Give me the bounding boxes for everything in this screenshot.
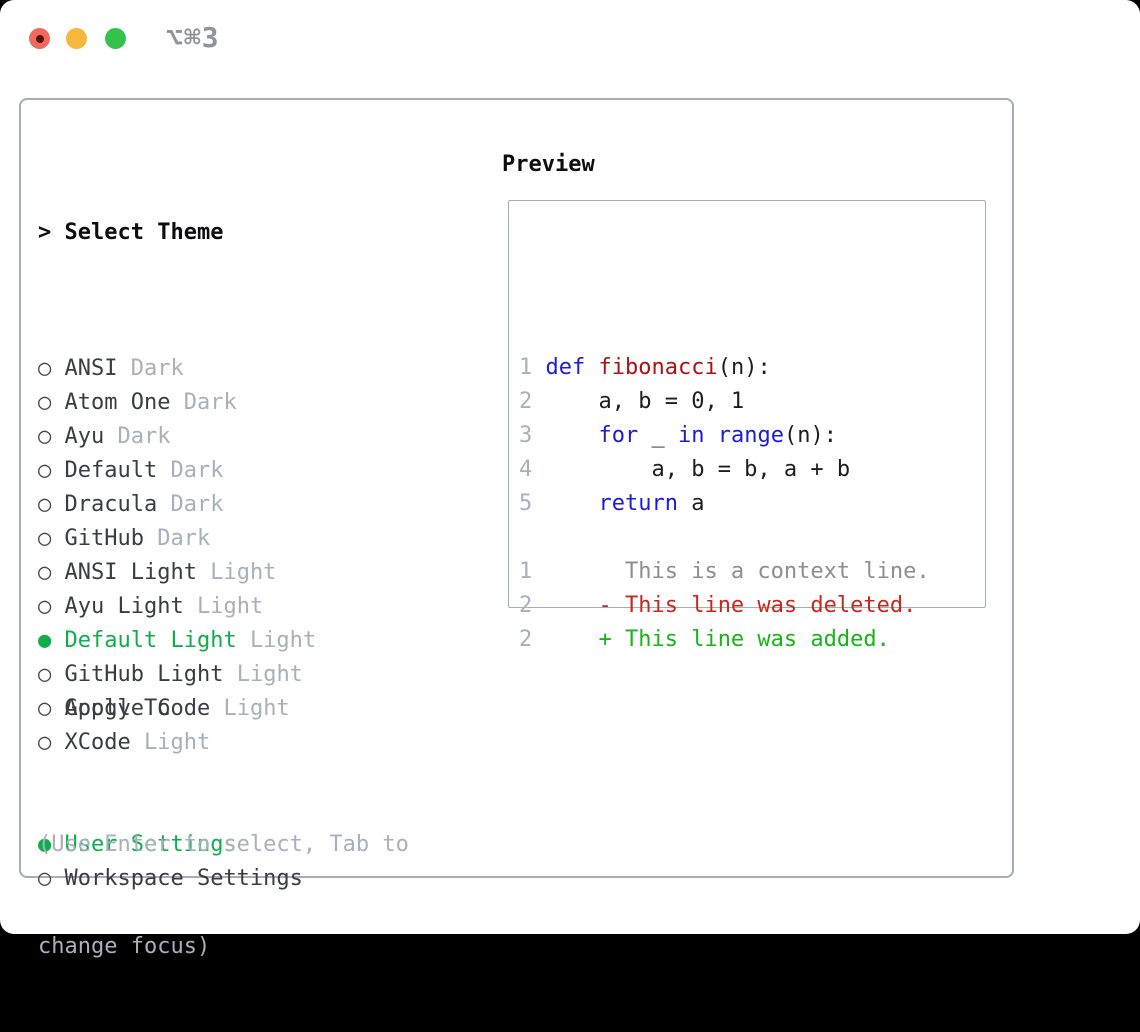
theme-variant-tag: Light: [236, 662, 303, 687]
apply-option-label: Workspace Settings: [64, 866, 303, 891]
theme-variant-tag: Light: [249, 628, 317, 653]
theme-option-ayu-light[interactable]: ○ Ayu Light Light: [38, 590, 316, 624]
code-line: 2 - This line was deleted.: [519, 593, 917, 618]
theme-option-atom-one[interactable]: ○ Atom One Dark: [38, 386, 316, 420]
code-line: 2 + This line was added.: [519, 627, 890, 652]
theme-name: ANSI: [64, 356, 118, 381]
theme-name: Default Light: [64, 628, 237, 653]
title-bar: ⌥⌘3: [0, 0, 1140, 76]
apply-option-user-settings[interactable]: ● User Settings: [38, 828, 303, 862]
code-line: 2 a, b = 0, 1: [519, 389, 745, 414]
code-line: 1 This is a context line.: [519, 559, 930, 584]
zoom-button[interactable]: [105, 28, 126, 49]
radio-selected-icon: ●: [38, 628, 52, 653]
apply-option-workspace-settings[interactable]: ○ Workspace Settings: [38, 862, 303, 896]
theme-variant-tag: Dark: [130, 356, 184, 381]
theme-name: GitHub Light: [64, 662, 224, 687]
theme-name: Dracula: [64, 492, 158, 517]
theme-option-dracula[interactable]: ○ Dracula Dark: [38, 488, 316, 522]
theme-name: Default: [64, 458, 158, 483]
preview-title: Preview: [502, 152, 595, 177]
preview-box: 1 def fibonacci(n): 2 a, b = 0, 1 3 for _ …: [508, 200, 986, 652]
theme-variant-tag: Dark: [183, 390, 237, 415]
code-line: 5 return a: [519, 491, 705, 516]
radio-icon: ○: [38, 730, 52, 755]
theme-variant-tag: Dark: [157, 526, 211, 551]
code-line: 3 for _ in range(n):: [519, 423, 837, 448]
app-window: ⌥⌘3 > Select Theme ○ ANSI Dark○ Atom One…: [0, 0, 1140, 959]
theme-name: Ayu Light: [64, 594, 184, 619]
theme-name: ANSI Light: [64, 560, 197, 585]
theme-variant-tag: Light: [210, 560, 277, 585]
code-line: [519, 521, 985, 555]
radio-icon: ○: [38, 662, 52, 687]
radio-selected-icon: ●: [38, 832, 52, 857]
theme-variant-tag: Dark: [170, 492, 224, 517]
theme-variant-tag: Dark: [117, 424, 171, 449]
theme-name: Google Code: [64, 696, 211, 721]
radio-icon: ○: [38, 424, 52, 449]
theme-selector-panel: > Select Theme ○ ANSI Dark○ Atom One Dar…: [19, 98, 1014, 959]
theme-list: > Select Theme ○ ANSI Dark○ Atom One Dar…: [38, 148, 316, 760]
radio-icon: ○: [38, 390, 52, 415]
apply-to-section: Apply To ● User Settings○ Workspace Sett…: [38, 624, 303, 896]
radio-icon: ○: [38, 356, 52, 381]
help-line-1: (Use Enter to select, Tab to: [38, 832, 409, 857]
theme-option-github[interactable]: ○ GitHub Dark: [38, 522, 316, 556]
select-theme-header: > Select Theme: [38, 216, 316, 250]
help-line-2: change focus): [38, 934, 211, 959]
radio-icon: ○: [38, 696, 52, 721]
radio-icon: ○: [38, 492, 52, 517]
radio-icon: ○: [38, 526, 52, 551]
radio-icon: ○: [38, 458, 52, 483]
select-theme-title: Select Theme: [64, 220, 224, 245]
theme-option-github-light[interactable]: ○ GitHub Light Light: [38, 658, 316, 692]
theme-name: GitHub: [64, 526, 144, 551]
code-line: 4 a, b = b, a + b: [519, 457, 851, 482]
theme-option-ayu[interactable]: ○ Ayu Dark: [38, 420, 316, 454]
theme-variant-tag: Light: [196, 594, 264, 619]
close-button[interactable]: [29, 28, 50, 49]
theme-option-default[interactable]: ○ Default Dark: [38, 454, 316, 488]
theme-option-default-light[interactable]: ● Default Light Light: [38, 624, 316, 658]
window-shortcut-label: ⌥⌘3: [166, 21, 220, 54]
theme-variant-tag: Light: [223, 696, 290, 721]
minimize-button[interactable]: [66, 28, 87, 49]
apply-to-title: Apply To: [64, 696, 171, 721]
help-text: (Use Enter to select, Tab to change focu…: [38, 760, 409, 1032]
code-line: 1 def fibonacci(n):: [519, 355, 771, 380]
theme-name: Ayu: [64, 424, 105, 449]
radio-icon: ○: [38, 866, 52, 891]
theme-option-ansi-light[interactable]: ○ ANSI Light Light: [38, 556, 316, 590]
theme-option-ansi[interactable]: ○ ANSI Dark: [38, 352, 316, 386]
radio-icon: ○: [38, 594, 52, 619]
theme-option-google-code[interactable]: ○ Google Code Light: [38, 692, 316, 726]
apply-to-header: Apply To: [38, 692, 303, 726]
theme-option-xcode[interactable]: ○ XCode Light: [38, 726, 316, 760]
theme-name: Atom One: [64, 390, 171, 415]
focus-caret-icon: >: [38, 220, 52, 245]
theme-variant-tag: Light: [143, 730, 211, 755]
close-dot-icon: [35, 34, 44, 43]
radio-icon: ○: [38, 560, 52, 585]
theme-variant-tag: Dark: [170, 458, 224, 483]
apply-option-label: User Settings: [64, 832, 237, 857]
code-preview: 1 def fibonacci(n): 2 a, b = 0, 1 3 for _ …: [509, 201, 985, 657]
theme-name: XCode: [64, 730, 131, 755]
